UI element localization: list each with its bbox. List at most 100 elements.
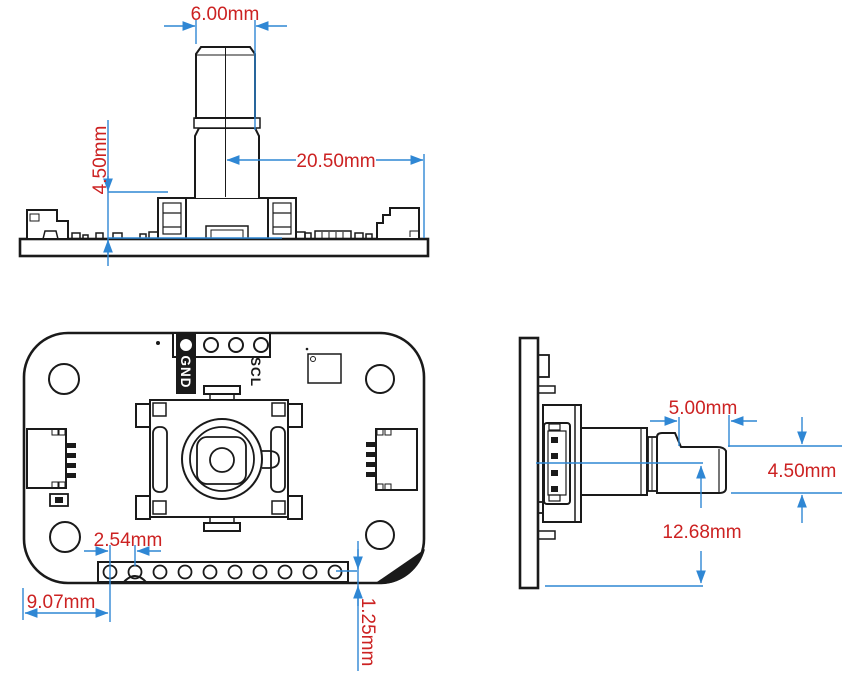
silkscreen-gnd: GND: [178, 356, 193, 389]
dim-edge-to-first-hole: 9.07mm: [27, 592, 96, 613]
dim-hole-row-to-edge: 1.25mm: [357, 598, 378, 667]
pcb-front-view: GND SCL: [22, 331, 426, 671]
side-rail: [152, 426, 168, 493]
fiducial-dot: [305, 347, 309, 351]
connector-pin: [66, 473, 76, 478]
led-outline: [49, 493, 69, 507]
encoder-foot: [148, 231, 159, 240]
encoder-ring-outer: [181, 418, 263, 500]
mounting-hole: [365, 520, 395, 550]
pin-row-profile: [314, 230, 352, 240]
header-hole: [178, 337, 194, 353]
pcb-board-edge: [18, 237, 430, 258]
smd-pad: [71, 232, 81, 240]
component-stub: [537, 354, 550, 378]
side-wing: [135, 495, 151, 520]
encoder-left-post-inner: [162, 202, 182, 235]
connector-pin: [366, 442, 376, 447]
connector-pad: [51, 428, 59, 436]
connector-pad: [51, 481, 59, 489]
corner-bracket: [152, 500, 167, 515]
left-jst-connector: [26, 428, 67, 489]
connector-pin: [66, 443, 76, 448]
top-view: 6.00mm 4.50mm 20.50mm: [18, 4, 430, 266]
silkscreen-scl: SCL: [248, 357, 263, 387]
jst-pin: [551, 470, 558, 476]
encoder-ring-inner: [189, 426, 255, 492]
header-hole: [253, 337, 269, 353]
jst-pin: [551, 437, 558, 443]
encoder-frame: [149, 399, 289, 518]
connector-detail: [42, 230, 59, 240]
jst-pin: [551, 486, 558, 492]
encoder-rotor: [196, 436, 247, 485]
top-tab: [203, 385, 241, 395]
header-hole: [228, 337, 244, 353]
connector-pad: [376, 428, 384, 436]
pin1-dot: [310, 356, 316, 362]
dim-body-height: 4.50mm: [90, 126, 111, 195]
right-connector-profile: [376, 207, 420, 240]
connector-pin: [366, 462, 376, 467]
pcb-side-edge: [518, 336, 540, 590]
shaft-ring: [193, 117, 261, 129]
component-pin: [537, 385, 556, 394]
connector-pin: [366, 472, 376, 477]
encoder-bushing: [194, 127, 260, 198]
connector-pad: [58, 428, 66, 436]
bottom-pin-strip: [97, 561, 349, 583]
jst-latch: [548, 423, 561, 431]
left-connector-profile: [26, 209, 69, 240]
side-wing: [287, 403, 303, 428]
pin-hole: [202, 564, 218, 580]
pin-hole: [227, 564, 243, 580]
connector-detail: [29, 213, 40, 222]
fiducial-dot: [156, 341, 160, 345]
encoder-right-post: [267, 197, 297, 240]
header-hole: [203, 337, 219, 353]
encoder-bottom-tab-inner: [210, 229, 244, 240]
corner-cut-marker: [374, 549, 425, 584]
encoder-bottom-tab: [205, 225, 249, 240]
side-view: 5.00mm 4.50mm 12.68mm: [518, 336, 842, 590]
corner-bracket: [271, 500, 286, 515]
pin-hole: [302, 564, 318, 580]
connector-detail: [409, 230, 418, 237]
encoder-nub: [262, 450, 280, 469]
dim-shaft-diameter: 6.00mm: [191, 4, 260, 25]
side-wing: [287, 495, 303, 520]
pin-hole: [177, 564, 193, 580]
pin-hole: [252, 564, 268, 580]
pin-hole: [327, 564, 343, 580]
dim-flat-length: 5.00mm: [669, 398, 738, 419]
mounting-hole: [49, 521, 81, 553]
jst-latch: [548, 494, 561, 502]
dim-center-to-bottom: 12.68mm: [662, 522, 741, 543]
pin-hole: [152, 564, 168, 580]
connector-pad: [384, 483, 392, 491]
mounting-hole: [48, 363, 80, 395]
smd-part: [365, 233, 373, 240]
smd-pad: [82, 234, 89, 240]
bushing-side: [580, 427, 648, 496]
smd-part: [139, 233, 147, 240]
connector-pad: [376, 483, 384, 491]
bottom-tab: [203, 522, 241, 532]
pin-hole: [277, 564, 293, 580]
side-rail: [270, 426, 286, 493]
encoder-left-post: [157, 197, 187, 240]
connector-pin: [366, 452, 376, 457]
dim-shaft-to-edge: 20.50mm: [296, 151, 375, 172]
jst-pin: [551, 453, 558, 459]
connector-pad: [58, 481, 66, 489]
connector-pin: [66, 463, 76, 468]
smd-part: [304, 232, 312, 240]
corner-bracket: [271, 402, 286, 417]
side-wing: [135, 403, 151, 428]
ic-outline: [307, 353, 342, 384]
smd-part: [95, 232, 104, 240]
smd-part: [354, 232, 364, 240]
connector-pin: [66, 453, 76, 458]
encoder-right-post-inner: [272, 202, 292, 235]
